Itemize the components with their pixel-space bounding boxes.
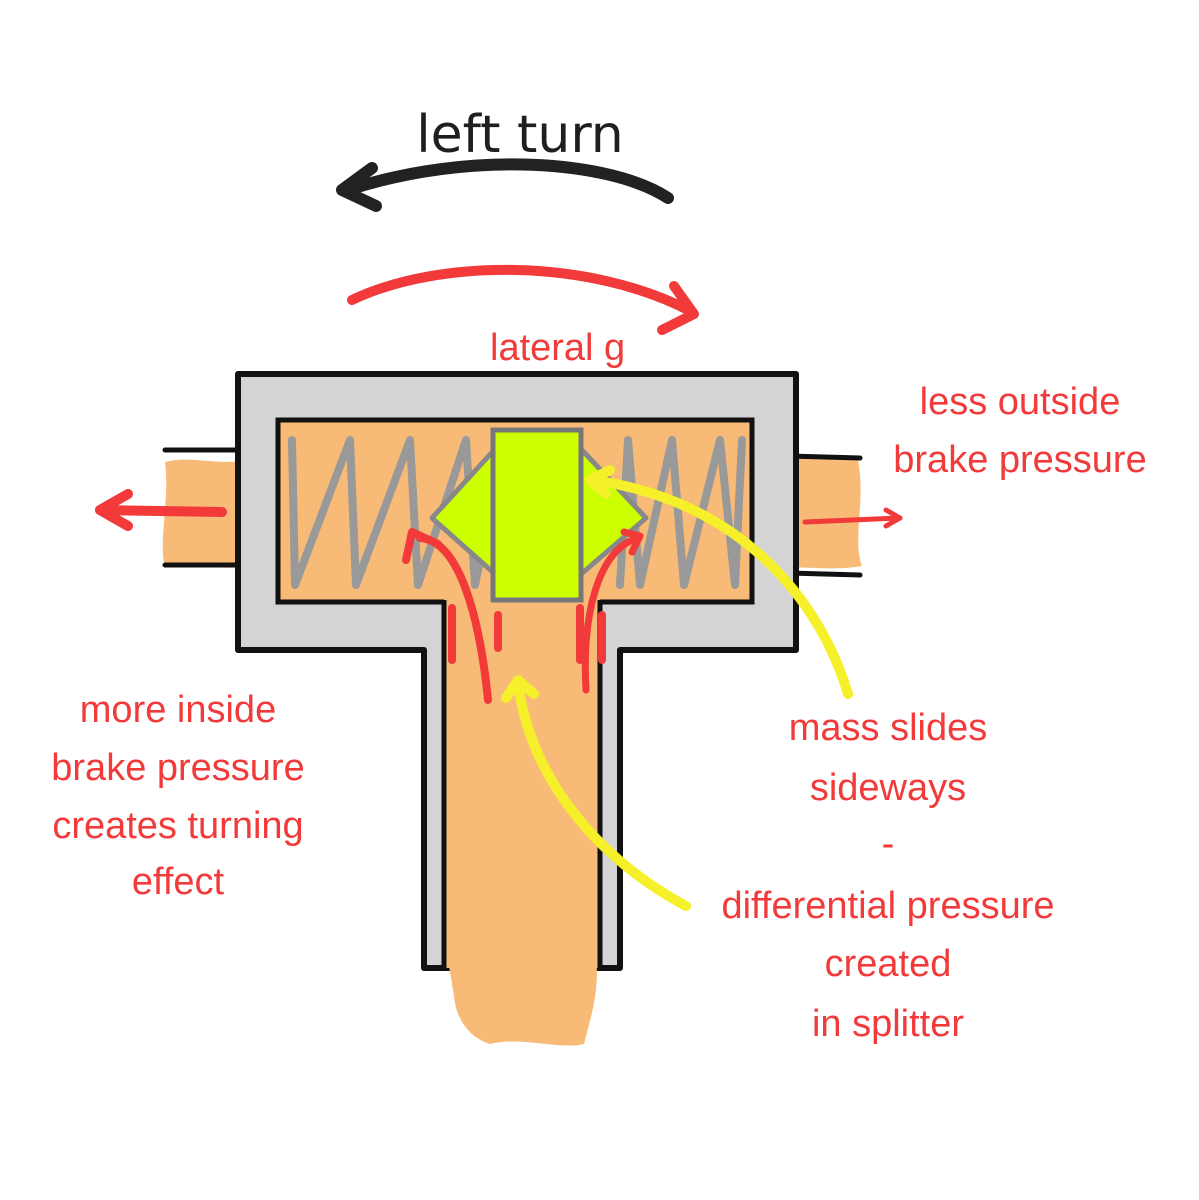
outside-label-line-1: less outside <box>920 381 1121 423</box>
outside-label-line-2: brake pressure <box>893 439 1146 481</box>
inside-pressure-label: more inside brake pressure creates turni… <box>51 689 304 903</box>
mass-label-line-3: - <box>882 823 895 865</box>
inlet-channel <box>444 598 600 968</box>
flow-arrow-left <box>402 528 492 704</box>
lateral-g-arrow <box>347 264 699 335</box>
outside-pressure-label: less outside brake pressure <box>893 381 1146 481</box>
left-outlet-arrow <box>95 489 227 531</box>
inside-label-line-1: more inside <box>80 689 276 731</box>
sliding-mass <box>490 427 584 603</box>
mass-slides-label: mass slides sideways - differential pres… <box>721 707 1054 1045</box>
mass-label-line-5: created <box>825 943 952 985</box>
right-spring <box>616 436 746 589</box>
mass-label-line-1: mass slides <box>789 707 988 749</box>
inside-label-line-3: creates turning <box>52 805 303 847</box>
mass-label-line-4: differential pressure <box>721 885 1054 927</box>
title-left-turn: left turn <box>416 105 624 165</box>
inlet-flow-marks <box>448 604 606 664</box>
lateral-g-label: lateral g <box>490 327 625 369</box>
mass-slide-arrow <box>585 465 853 699</box>
inside-label-line-2: brake pressure <box>51 747 304 789</box>
right-outlet-arrow <box>802 507 903 529</box>
inlet-fluid-extension <box>448 960 597 1046</box>
differential-pressure-arrow <box>501 675 691 911</box>
flow-arrow-right <box>581 528 644 694</box>
mass-label-line-6: in splitter <box>812 1003 964 1045</box>
inside-label-line-4: effect <box>132 861 225 903</box>
left-turn-arrow <box>336 158 674 212</box>
mass-label-line-2: sideways <box>810 767 966 809</box>
